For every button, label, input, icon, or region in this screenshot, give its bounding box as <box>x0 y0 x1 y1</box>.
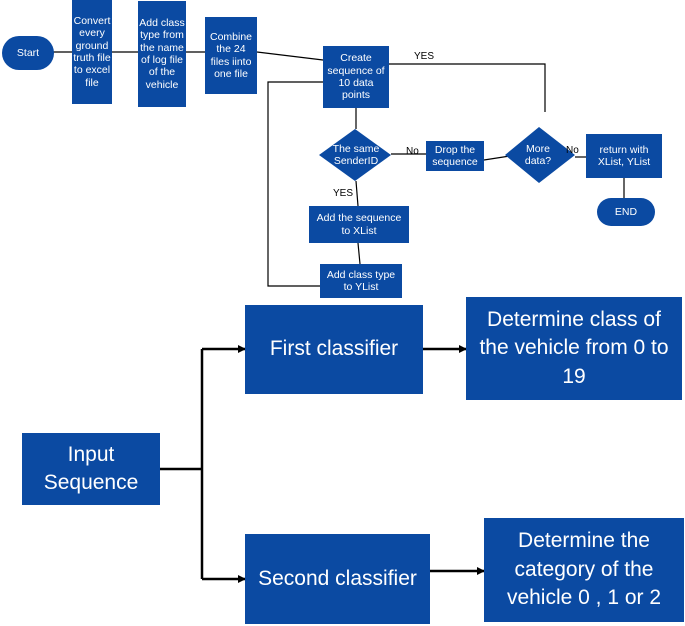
drop-seq-label: Drop the sequence <box>432 143 478 168</box>
diamond-same-sender <box>319 129 391 181</box>
drop-seq-node: Drop the sequence <box>426 141 484 171</box>
edge-addseq-addclass <box>357 242 361 265</box>
second-output-label: Determine the category of the vehicle 0 … <box>506 529 662 610</box>
create-seq-node: Create sequence of 10 data points <box>323 46 389 108</box>
add-class-ylist-node: Add class type to YList <box>320 264 402 298</box>
create-seq-label: Create sequence of 10 data points <box>327 52 385 102</box>
end-label: END <box>614 205 638 218</box>
yes-label-down: YES <box>333 188 354 199</box>
add-class-ylist-label: Add class type to YList <box>326 268 396 293</box>
return-node: return with XList, YList <box>586 134 662 178</box>
convert-label: Convert every ground truth file to excel… <box>73 14 111 89</box>
input-sequence-box: Input Sequence <box>22 433 160 505</box>
first-output-label: Determine class of the vehicle from 0 to… <box>479 307 669 388</box>
second-classifier-box: Second classifier <box>245 534 430 624</box>
edge-same-addseq <box>355 180 359 207</box>
no-label-same: No <box>406 146 419 157</box>
edge-combine-create <box>256 51 324 61</box>
add-seq-xlist-label: Add the sequence to XList <box>316 212 402 237</box>
yes-label-top: YES <box>414 51 435 62</box>
edge-drop-more <box>483 155 511 161</box>
input-sequence-label: Input Sequence <box>43 442 139 494</box>
first-classifier-box: First classifier <box>245 305 423 394</box>
no-label-more: No <box>566 145 579 156</box>
add-class-label: Add class type from the name of log file… <box>139 16 185 91</box>
add-class-node: Add class type from the name of log file… <box>138 1 186 107</box>
edge-back-loop <box>267 81 323 287</box>
more-data-label: More data? <box>524 143 552 168</box>
return-label: return with XList, YList <box>597 143 651 168</box>
add-seq-xlist-node: Add the sequence to XList <box>309 206 409 243</box>
second-output-box: Determine the category of the vehicle 0 … <box>484 518 684 622</box>
convert-node: Convert every ground truth file to excel… <box>72 0 112 104</box>
first-output-box: Determine class of the vehicle from 0 to… <box>466 297 682 400</box>
start-label: Start <box>16 46 40 59</box>
start-node: Start <box>2 36 54 70</box>
combine-node: Combine the 24 files iinto one file <box>205 17 257 94</box>
combine-label: Combine the 24 files iinto one file <box>209 30 253 80</box>
first-classifier-label: First classifier <box>269 337 399 361</box>
end-node: END <box>597 198 655 226</box>
same-sender-label: The same SenderID <box>332 143 380 168</box>
second-classifier-label: Second classifier <box>258 566 417 590</box>
diamond-more-data <box>505 127 575 183</box>
edge-yes-loop <box>389 63 546 112</box>
